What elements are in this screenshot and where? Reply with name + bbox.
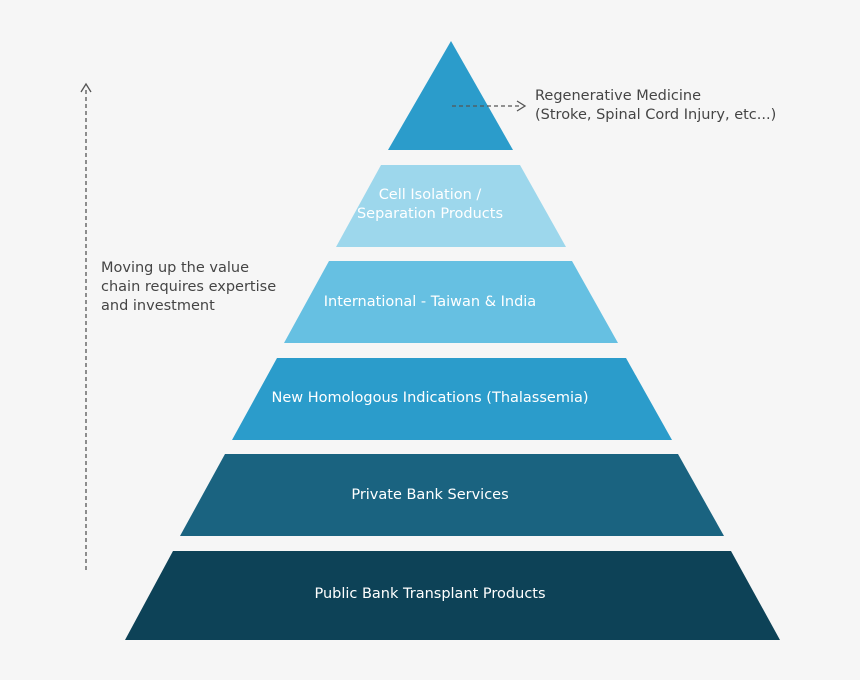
tier-label-international: International - Taiwan & India <box>0 293 860 312</box>
tier-label-cell-isolation: Cell Isolation / Separation Products <box>0 186 860 224</box>
tier-international <box>284 261 618 343</box>
tier-label-line: Separation Products <box>356 206 504 222</box>
tier-public-bank <box>125 551 780 640</box>
value-chain-arrow <box>80 82 92 570</box>
tier-label-line: New Homologous Indications (Thalassemia) <box>271 390 589 406</box>
tier-cell-isolation <box>336 165 566 247</box>
regenerative-medicine-title: Regenerative Medicine <box>535 88 702 104</box>
tier-private-bank <box>180 454 724 536</box>
tier-label-private-bank: Private Bank Services <box>0 486 860 505</box>
apex-pointer-arrow <box>452 100 527 112</box>
regenerative-medicine-examples: (Stroke, Spinal Cord Injury, etc...) <box>535 107 777 123</box>
tier-label-line: Public Bank Transplant Products <box>314 586 546 602</box>
value-chain-note-line: and investment <box>101 298 215 314</box>
pyramid-apex <box>388 41 513 150</box>
tier-label-line: Cell Isolation / <box>378 187 482 203</box>
value-chain-note-line: Moving up the value <box>101 260 250 276</box>
value-chain-note-line: chain requires expertise <box>101 279 277 295</box>
regenerative-medicine-note: Regenerative Medicine (Stroke, Spinal Co… <box>535 87 835 125</box>
tier-label-public-bank: Public Bank Transplant Products <box>0 585 860 604</box>
tier-label-line: Private Bank Services <box>351 487 509 503</box>
tier-label-homologous-indications: New Homologous Indications (Thalassemia) <box>0 389 860 408</box>
tier-label-line: International - Taiwan & India <box>323 294 537 310</box>
tier-homologous-indications <box>232 358 672 440</box>
value-chain-note: Moving up the value chain requires exper… <box>101 259 291 316</box>
